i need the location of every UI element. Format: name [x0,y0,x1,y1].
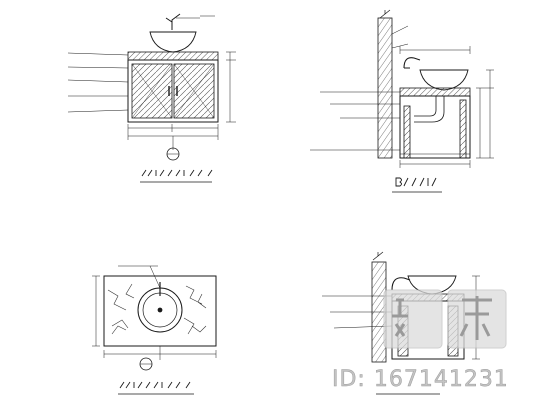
break-line [379,9,391,19]
view-title [395,177,437,187]
vertical-dimension [476,69,494,159]
countertop [399,87,471,97]
drain [157,307,163,313]
leader-lines [118,265,161,289]
marble-veins [107,283,207,335]
faucet [403,57,421,69]
front-elevation-view [67,13,236,183]
view-title [119,381,191,389]
watermark-logo [383,289,507,349]
basin-bowl [149,31,197,53]
countertop [127,51,219,61]
horizontal-dimension [399,46,471,54]
watermark-id-text: ID: 167141231 [332,367,509,392]
faucet [391,277,411,291]
watermark: ID: 167141231 [332,289,509,392]
leader-lines [310,25,409,151]
cabinet-body [399,95,471,159]
vertical-dimension [92,275,100,347]
vertical-dimension [226,51,236,123]
basin-bowl [419,69,469,91]
plan-view [92,265,217,395]
drain-pipe [414,96,445,123]
section-b-view [310,9,494,193]
leader-lines [67,15,215,113]
leader-lines [322,295,393,329]
view-title [141,169,213,177]
cabinet-body [127,59,219,123]
wall [377,17,393,159]
faucet [165,13,181,30]
break-line [372,251,384,261]
